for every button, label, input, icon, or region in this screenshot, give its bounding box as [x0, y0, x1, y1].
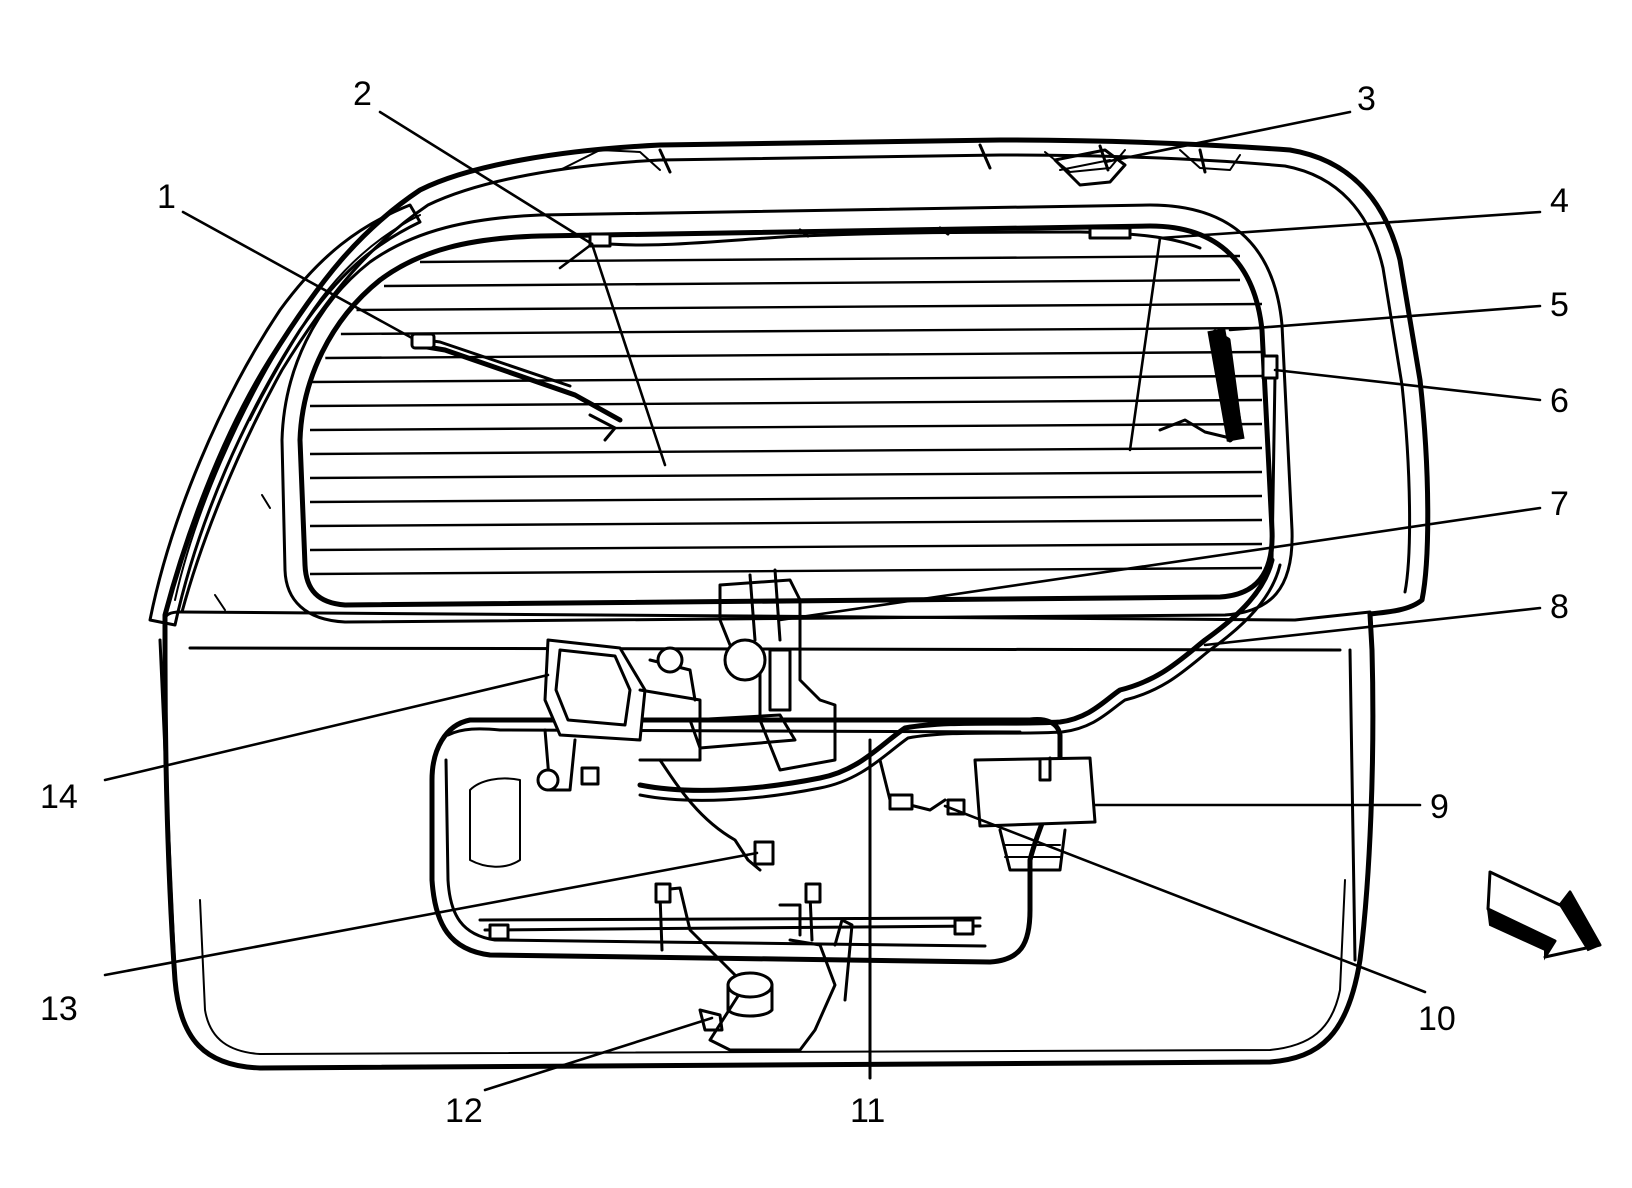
- wiper-motor-bracket: [688, 568, 837, 772]
- defogger-line: [309, 374, 1263, 384]
- front-direction-arrow-icon: [1486, 870, 1602, 961]
- defogger-line: [309, 398, 1263, 408]
- liftgate-module-left: [536, 638, 775, 872]
- callout-labels: 1 2 3 4 5 6 7 8 9 10 11 12 13 14: [40, 75, 1569, 1130]
- callout-leader-lines: [103, 110, 1542, 1092]
- callout-12: 12: [445, 1092, 483, 1130]
- callout-10: 10: [1418, 1000, 1456, 1038]
- upper-stop-lamp-area: [1053, 148, 1127, 187]
- defogger-line: [309, 566, 1263, 576]
- liftgate-module-right: [973, 756, 1097, 872]
- callout-14: 14: [40, 778, 78, 816]
- upper-window-harness: [588, 226, 1202, 250]
- liftgate-latch: [654, 882, 854, 1052]
- callout-6: 6: [1550, 382, 1569, 420]
- defogger-line: [356, 302, 1263, 312]
- callout-5: 5: [1550, 286, 1569, 324]
- defogger-line: [419, 254, 1241, 264]
- left-side-trim: [148, 203, 422, 627]
- defogger-line: [309, 494, 1263, 504]
- rear-window: [280, 203, 1294, 624]
- lower-access-panel: [429, 717, 1063, 965]
- callout-4: 4: [1550, 182, 1569, 220]
- defogger-line: [309, 422, 1263, 432]
- callout-7: 7: [1550, 485, 1569, 523]
- rear-wiper-arm: [410, 332, 623, 442]
- defogger-line: [309, 518, 1263, 528]
- callout-2: 2: [353, 75, 372, 113]
- callout-1: 1: [157, 178, 176, 216]
- callout-9: 9: [1430, 788, 1449, 826]
- defogger-line: [383, 278, 1241, 288]
- callout-3: 3: [1357, 80, 1376, 118]
- right-window-harness: [1158, 328, 1279, 562]
- defogger-line: [309, 446, 1263, 456]
- defogger-line: [309, 542, 1263, 552]
- defogger-grid-lines: [309, 254, 1263, 576]
- callout-8: 8: [1550, 588, 1569, 626]
- callout-13: 13: [40, 990, 78, 1028]
- callout-11: 11: [850, 1092, 885, 1130]
- defogger-line: [340, 326, 1263, 336]
- defogger-line: [309, 470, 1263, 480]
